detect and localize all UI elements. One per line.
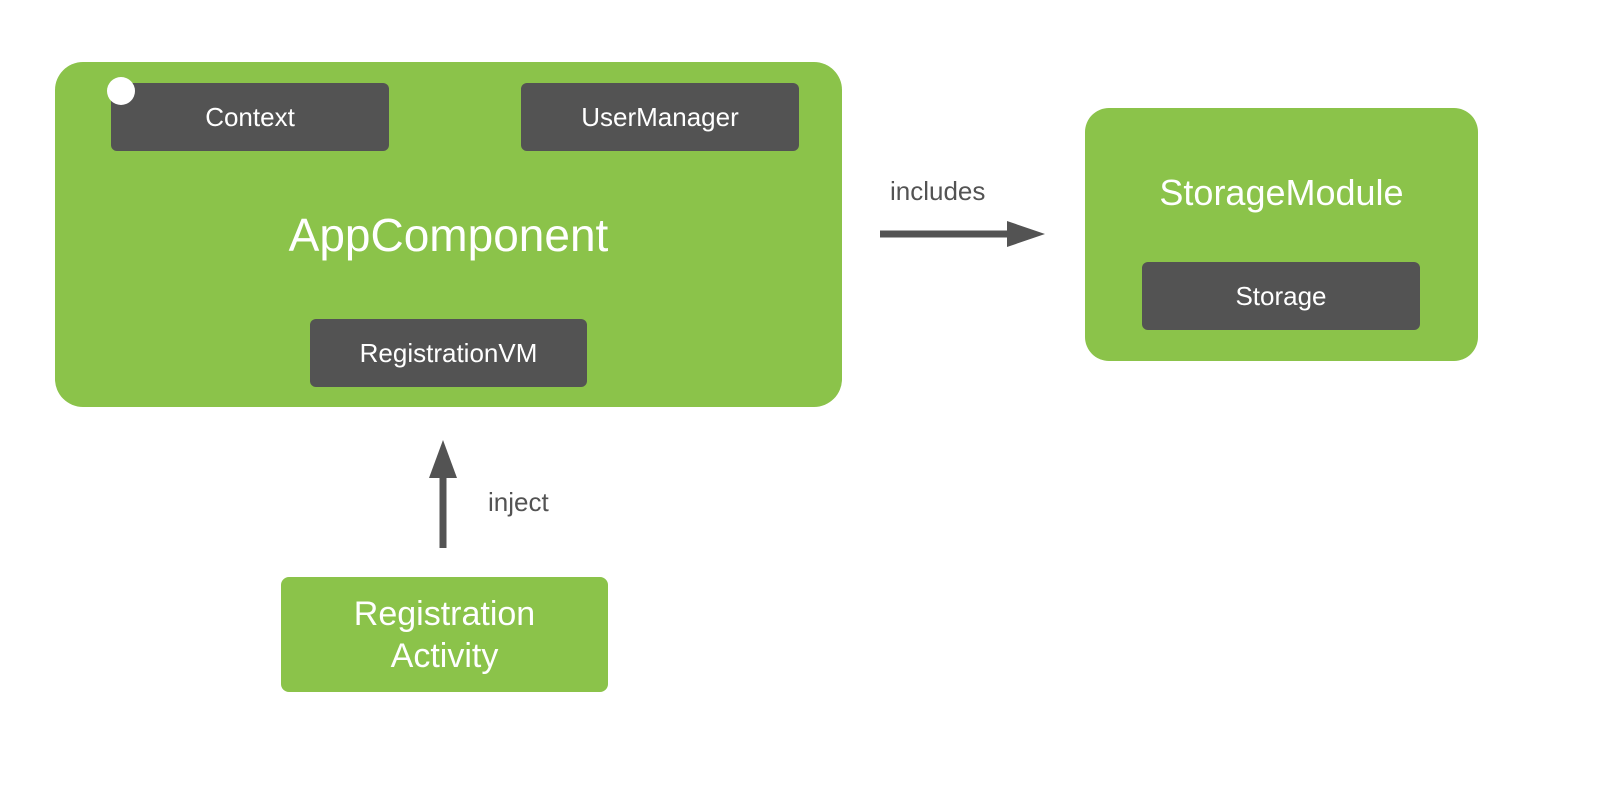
inject-label: inject — [488, 487, 549, 517]
binding-context: Context — [111, 83, 389, 151]
binding-label: Context — [205, 101, 295, 132]
inject-arrow — [429, 440, 457, 548]
includes-arrow — [880, 221, 1045, 247]
binding-registrationvm: RegistrationVM — [310, 319, 587, 387]
binding-label: Storage — [1235, 280, 1327, 311]
registration-activity: Registration Activity — [281, 577, 608, 692]
app-component-title: AppComponent — [288, 209, 609, 261]
includes-label: includes — [890, 176, 986, 206]
white-dot-icon — [107, 77, 135, 105]
registration-activity-line2: Activity — [390, 636, 499, 675]
binding-label: UserManager — [581, 101, 739, 132]
binding-storage: Storage — [1142, 262, 1420, 330]
binding-usermanager: UserManager — [521, 83, 799, 151]
registration-activity-line1: Registration — [353, 594, 536, 633]
storage-module-title: StorageModule — [1159, 172, 1404, 213]
binding-label: RegistrationVM — [359, 337, 538, 368]
